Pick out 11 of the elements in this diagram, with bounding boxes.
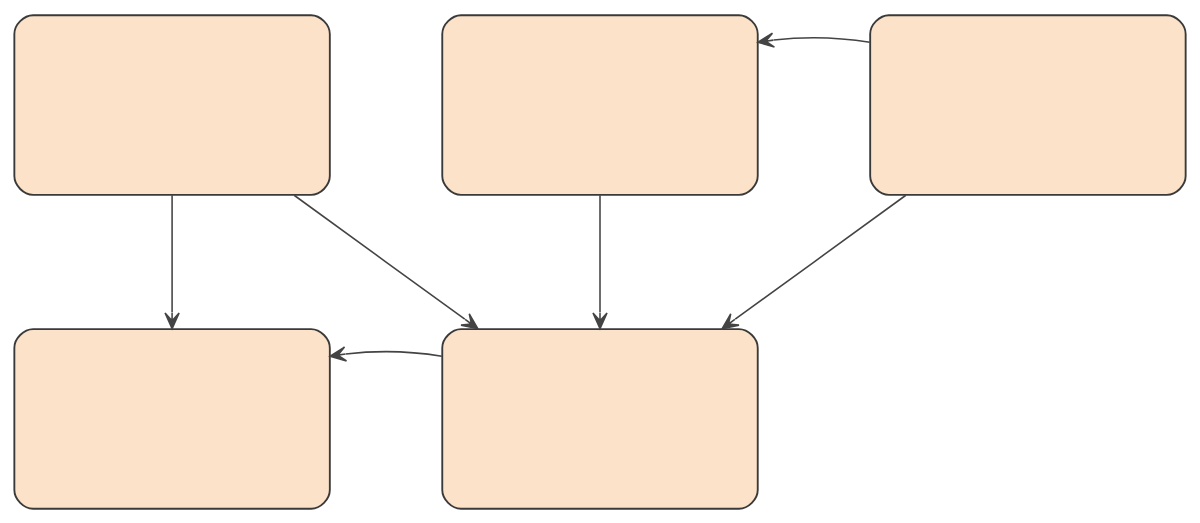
node-box bbox=[13, 13, 331, 196]
arrow bbox=[329, 345, 443, 362]
arrow bbox=[721, 193, 907, 329]
node-box bbox=[869, 13, 1187, 196]
arrow bbox=[757, 31, 871, 48]
arrow bbox=[164, 193, 180, 329]
node-box bbox=[13, 327, 331, 510]
node-box bbox=[441, 13, 759, 196]
node-box bbox=[441, 327, 759, 510]
arrow bbox=[293, 193, 479, 329]
arrow bbox=[592, 193, 608, 329]
